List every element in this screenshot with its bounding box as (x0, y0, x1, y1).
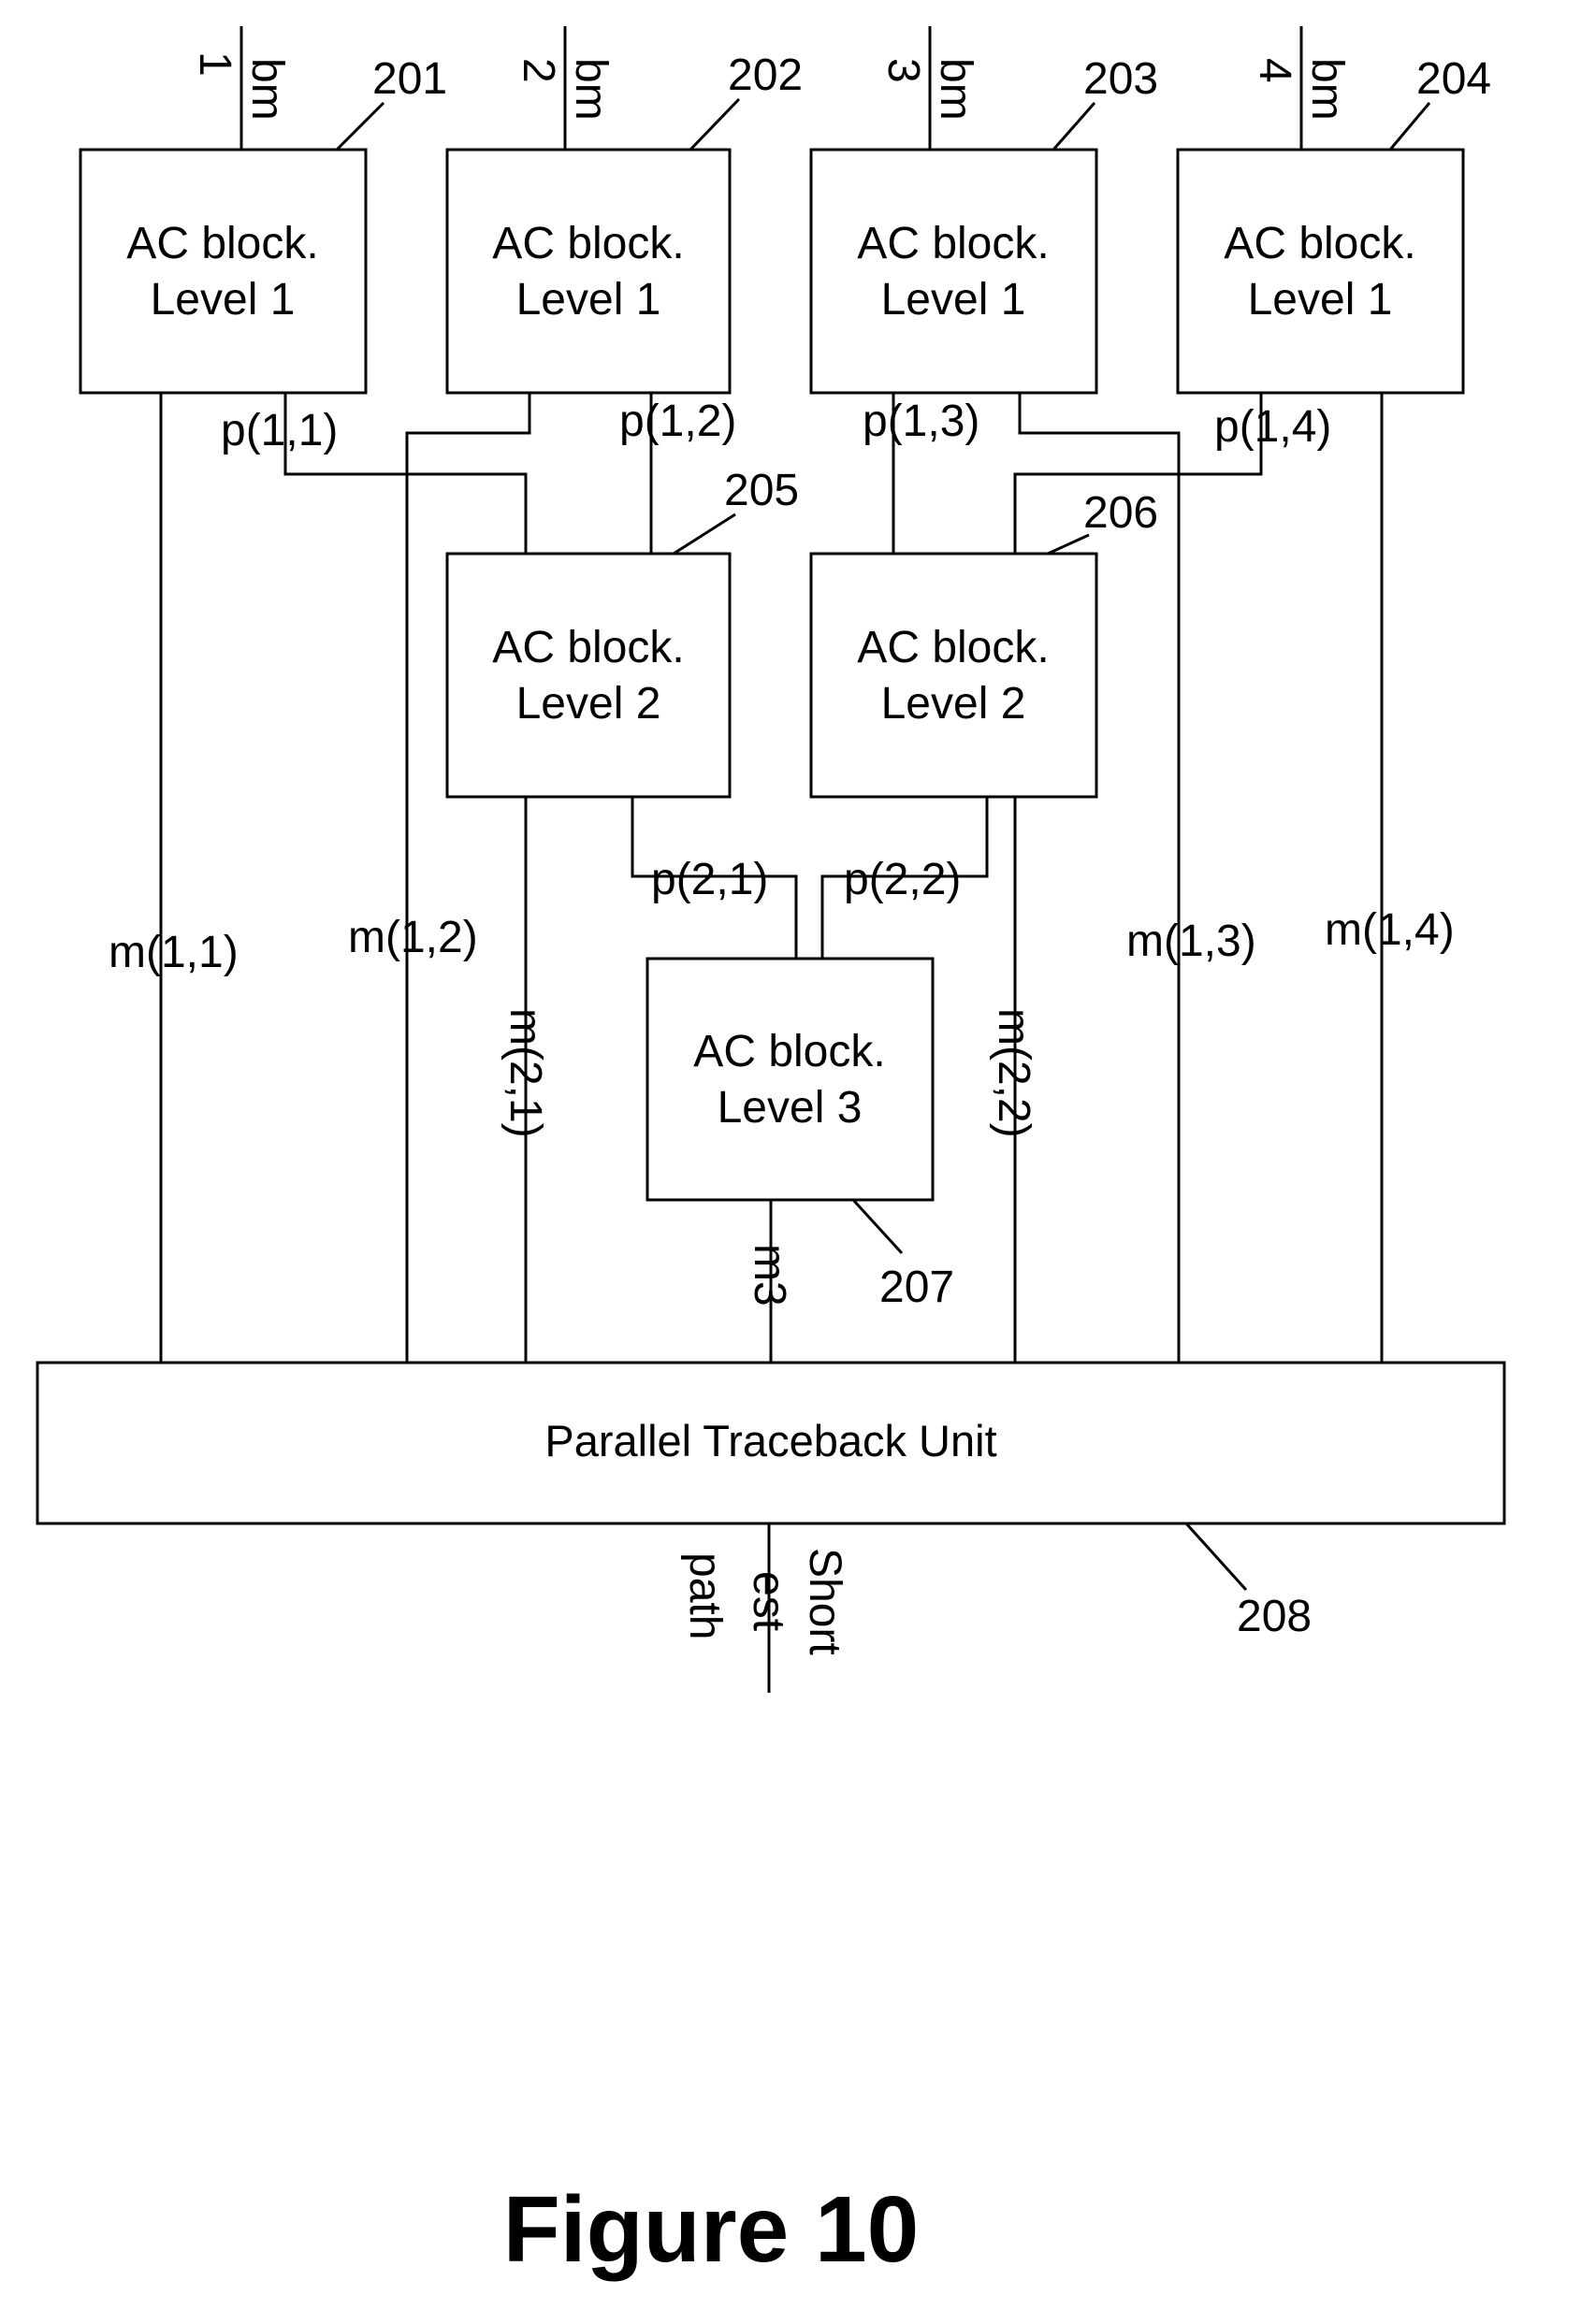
input-bm-1: bm (242, 58, 292, 121)
label-p13: p(1,3) (863, 397, 979, 446)
ac-block-205: AC block. Level 2 (447, 554, 730, 797)
block-202-line2: Level 1 (516, 275, 661, 325)
ac-block-207: AC block. Level 3 (647, 959, 933, 1200)
ref-203-leader (1053, 103, 1095, 150)
label-p11: p(1,1) (221, 406, 338, 455)
output-label-est: est (744, 1571, 793, 1631)
block-206-line2: Level 2 (881, 679, 1026, 729)
ac-block-201: AC block. Level 1 (80, 150, 366, 393)
ac-block-202: AC block. Level 1 (447, 150, 730, 393)
block-203-line1: AC block. (857, 219, 1049, 268)
label-m22: m(2,2) (989, 1008, 1038, 1138)
label-p14: p(1,4) (1214, 402, 1331, 452)
block-203-line2: Level 1 (881, 275, 1026, 325)
wire-m12 (407, 393, 529, 1363)
input-num-4: 4 (1250, 58, 1299, 83)
label-m21: m(2,1) (500, 1008, 550, 1138)
ref-205-leader (674, 514, 735, 554)
block-204-line2: Level 1 (1248, 275, 1393, 325)
ref-202: 202 (728, 51, 803, 100)
label-p22: p(2,2) (844, 855, 961, 904)
input-num-1: 1 (190, 51, 239, 77)
label-p21: p(2,1) (651, 855, 768, 904)
block-201-line2: Level 1 (151, 275, 296, 325)
input-num-3: 3 (878, 58, 928, 83)
input-bm-3: bm (931, 58, 980, 121)
parallel-traceback-unit: Parallel Traceback Unit (37, 1363, 1504, 1523)
block-207-line1: AC block. (693, 1027, 885, 1076)
ref-207-leader (853, 1200, 902, 1253)
ref-208-leader (1186, 1523, 1246, 1590)
label-m3: m3 (745, 1244, 794, 1306)
ref-205: 205 (724, 466, 799, 515)
ref-204-leader (1390, 103, 1429, 150)
block-204-line1: AC block. (1224, 219, 1415, 268)
ref-208: 208 (1237, 1592, 1312, 1641)
ref-202-leader (690, 99, 739, 150)
input-bm-2: bm (566, 58, 616, 121)
output-label-short: Short (800, 1548, 849, 1655)
ac-block-206: AC block. Level 2 (811, 554, 1096, 797)
input-bm-4: bm (1302, 58, 1352, 121)
block-205-line1: AC block. (492, 623, 684, 672)
figure-title: Figure 10 (503, 2177, 920, 2282)
input-num-2: 2 (514, 58, 563, 83)
traceback-label: Parallel Traceback Unit (544, 1416, 996, 1465)
label-m12: m(1,2) (348, 913, 478, 962)
ref-206: 206 (1083, 488, 1158, 538)
ref-201: 201 (372, 54, 447, 104)
ref-204: 204 (1416, 54, 1491, 104)
ref-201-leader (337, 103, 384, 150)
label-p12: p(1,2) (619, 397, 736, 446)
ref-203: 203 (1083, 54, 1158, 104)
block-202-line1: AC block. (492, 219, 684, 268)
label-m11: m(1,1) (109, 928, 239, 977)
ac-block-203: AC block. Level 1 (811, 150, 1096, 393)
label-m14: m(1,4) (1325, 905, 1455, 955)
ac-block-204: AC block. Level 1 (1178, 150, 1463, 393)
block-207-line2: Level 3 (718, 1083, 863, 1133)
output-label-path: path (680, 1552, 730, 1639)
ref-206-leader (1048, 535, 1089, 554)
ref-207: 207 (879, 1263, 954, 1312)
block-205-line2: Level 2 (516, 679, 661, 729)
block-201-line1: AC block. (126, 219, 318, 268)
block-206-line1: AC block. (857, 623, 1049, 672)
wire-m13 (1020, 393, 1179, 1363)
label-m13: m(1,3) (1126, 917, 1256, 966)
